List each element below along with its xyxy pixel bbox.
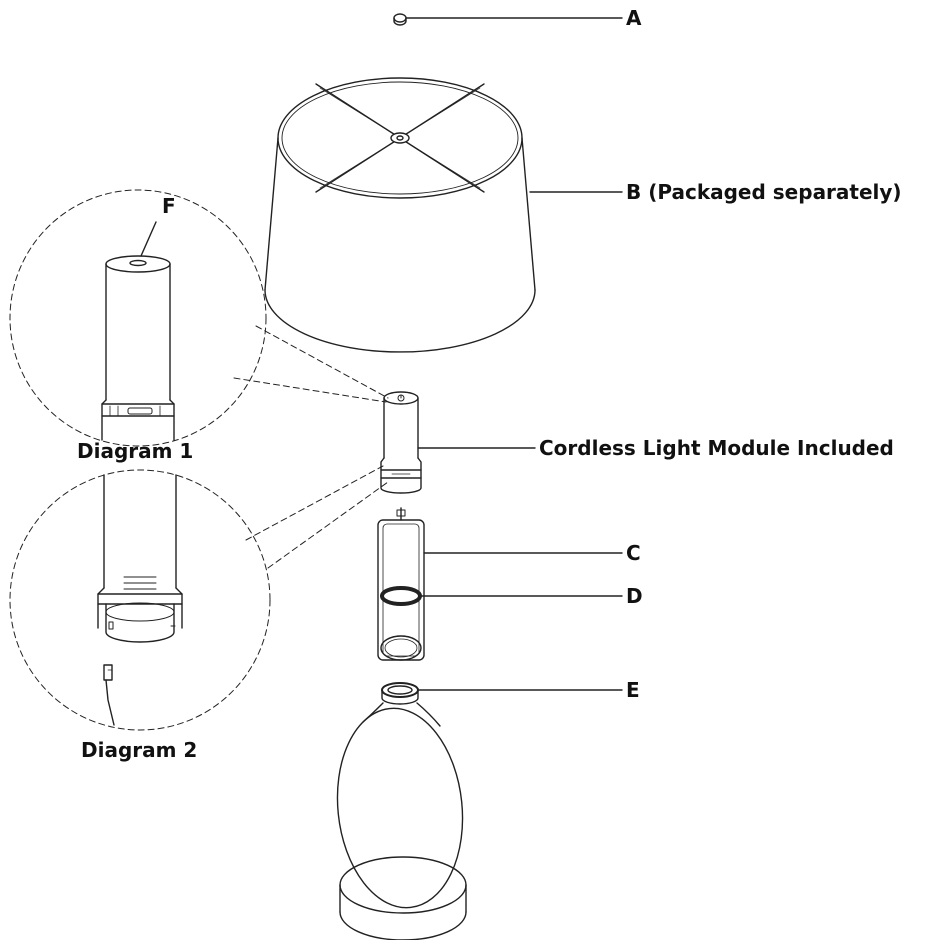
diagram-1-caption: Diagram 1 xyxy=(77,439,194,463)
label-d: D xyxy=(626,584,643,608)
part-a-finial xyxy=(393,13,623,26)
label-e: E xyxy=(626,678,640,702)
label-b: B (Packaged separately) xyxy=(626,180,902,204)
part-e-socket xyxy=(381,682,623,705)
diagram-1-callout xyxy=(9,189,389,447)
label-cordless-light-module: Cordless Light Module Included xyxy=(539,436,894,460)
diagram-2-callout xyxy=(9,465,389,731)
part-b-lampshade xyxy=(264,77,623,353)
label-f: F xyxy=(162,194,176,218)
diagram-2-caption: Diagram 2 xyxy=(81,738,198,762)
part-d-ring xyxy=(380,586,623,606)
lamp-base xyxy=(336,702,467,941)
cordless-light-module xyxy=(380,391,536,494)
part-c-harp xyxy=(377,507,623,661)
label-a: A xyxy=(626,6,642,30)
label-c: C xyxy=(626,541,641,565)
